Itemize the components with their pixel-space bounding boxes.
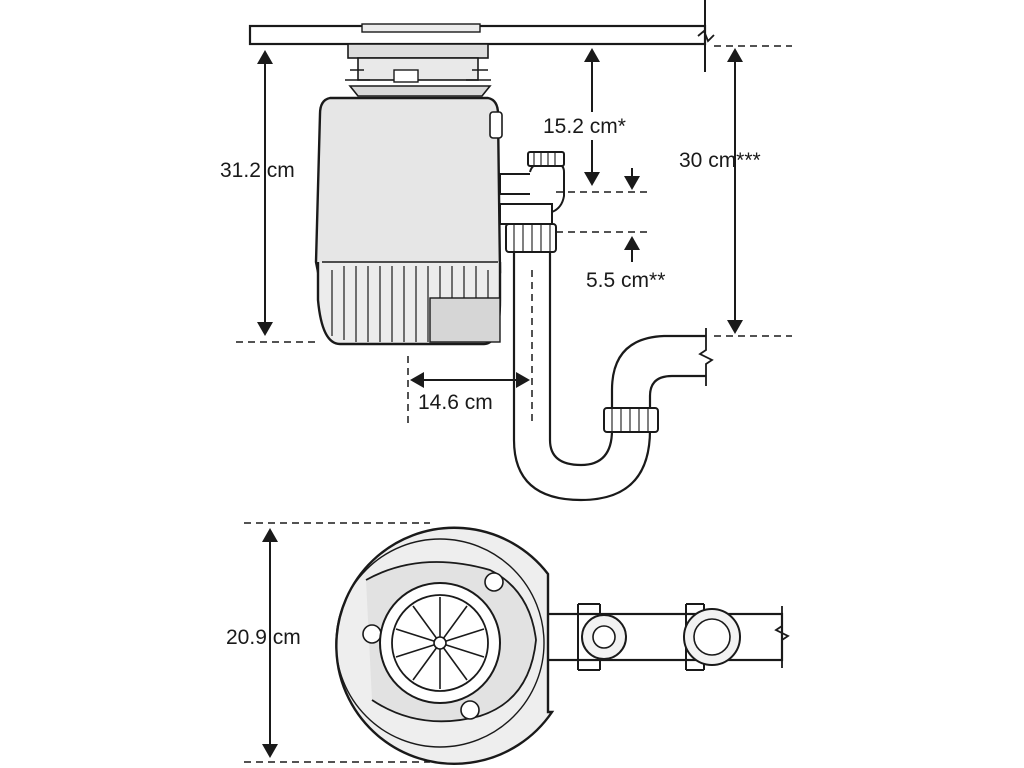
label-unit-diameter: 20.9 cm <box>226 626 301 649</box>
splash-guard <box>395 597 485 689</box>
dimension-unit-diameter <box>244 522 430 763</box>
p-trap <box>499 203 714 502</box>
dimension-inlet-drop <box>556 168 652 262</box>
dimension-sink-to-drain <box>714 45 792 337</box>
label-sink-to-drain: 30 cm*** <box>679 149 761 172</box>
mounting-assembly <box>345 23 492 97</box>
label-outlet-offset: 14.6 cm <box>418 391 493 414</box>
label-inlet-drop: 5.5 cm** <box>586 269 666 292</box>
inlet-connection <box>499 151 565 213</box>
label-unit-height: 31.2 cm <box>220 159 295 182</box>
dimension-unit-height <box>236 50 318 343</box>
top-view-disposer <box>335 526 555 765</box>
label-inlet-to-sink: 15.2 cm* <box>543 115 626 138</box>
top-view-pipes <box>538 603 790 671</box>
dimension-outlet-offset <box>407 270 533 424</box>
countertop <box>248 0 715 72</box>
dimension-inlet-to-sink <box>556 48 652 193</box>
disposer-body <box>314 96 503 346</box>
